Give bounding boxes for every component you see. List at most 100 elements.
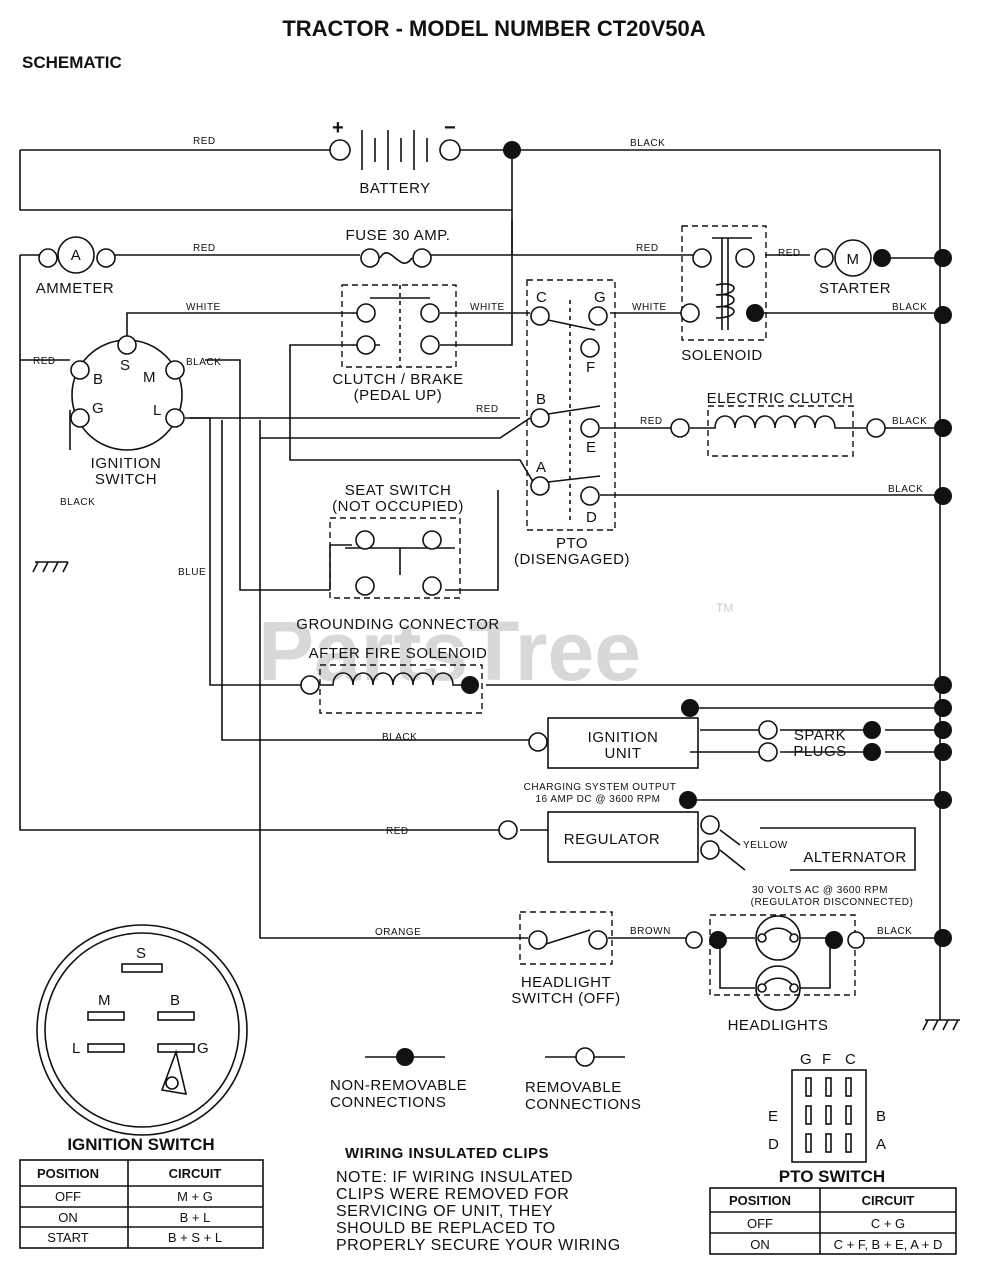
grounding-connector-label: GROUNDING CONNECTOR (296, 616, 499, 633)
pto-face-e: E (768, 1108, 779, 1125)
wire-red-5: RED (33, 356, 56, 367)
headlight-switch-label-1: HEADLIGHT (521, 974, 611, 991)
ground-bus-connections (503, 141, 952, 947)
ign-term-l: L (153, 402, 162, 419)
wires (19, 149, 960, 1031)
after-fire-solenoid: AFTER FIRE SOLENOID (300, 645, 488, 714)
note-heading: WIRING INSULATED CLIPS (345, 1145, 549, 1162)
pto-term-a: A (536, 459, 547, 476)
pto-face-b: B (876, 1108, 887, 1125)
page-subtitle: SCHEMATIC (22, 53, 122, 72)
clutch-brake-label-2: (PEDAL UP) (354, 387, 443, 404)
wire-black-6: BLACK (60, 497, 95, 508)
solenoid-label: SOLENOID (681, 347, 763, 364)
wire-black-4: BLACK (892, 416, 927, 427)
ignition-unit-label-1: IGNITION (588, 729, 659, 746)
wire-red-6: RED (476, 404, 499, 415)
ammeter-label: AMMETER (36, 280, 115, 297)
wire-white-3: WHITE (632, 302, 667, 313)
solenoid: SOLENOID (680, 225, 767, 364)
pto-label-1: PTO (556, 535, 588, 552)
ignition-switch-label-2: SWITCH (95, 471, 157, 488)
legend-removable-2: CONNECTIONS (525, 1096, 641, 1113)
legend-nonremovable-1: NON-REMOVABLE (330, 1077, 467, 1094)
ign-row-2-pos: START (47, 1230, 88, 1245)
wire-red-7: RED (640, 416, 663, 427)
battery-plus: + (332, 117, 344, 139)
wire-labels: RED BLACK RED RED RED WHITE WHITE WHITE … (33, 136, 927, 938)
wire-blue: BLUE (178, 567, 206, 578)
battery-label: BATTERY (359, 180, 430, 197)
spark-plugs-label-1: SPARK (794, 727, 846, 744)
legend-removable-1: REMOVABLE (525, 1079, 622, 1096)
page-title: TRACTOR - MODEL NUMBER CT20V50A (282, 16, 705, 41)
wire-black-2: BLACK (892, 302, 927, 313)
ignition-unit-label-2: UNIT (605, 745, 642, 762)
clutch-brake-switch: CLUTCH / BRAKE (PEDAL UP) (332, 284, 463, 404)
pto-row-1-pos: ON (750, 1237, 770, 1252)
alt-note-2: (REGULATOR DISCONNECTED) (751, 897, 914, 908)
clutch-brake-label-1: CLUTCH / BRAKE (332, 371, 463, 388)
wire-black-3: BLACK (186, 357, 221, 368)
pto-face-a: A (876, 1136, 887, 1153)
ignition-switch: S B M G L IGNITION SWITCH (70, 335, 185, 488)
starter-symbol: M (847, 251, 860, 268)
ign-row-1-cir: B + L (180, 1210, 211, 1225)
ign-row-0-pos: OFF (55, 1189, 81, 1204)
ign-col-position: POSITION (37, 1166, 99, 1181)
pto-col-position: POSITION (729, 1193, 791, 1208)
headlight-circuit: HEADLIGHT SWITCH (OFF) HEADLIGHTS (511, 911, 865, 1034)
pto-col-circuit: CIRCUIT (862, 1193, 915, 1208)
ignition-table-title: IGNITION SWITCH (67, 1135, 214, 1154)
ammeter-symbol: A (71, 247, 82, 264)
wire-red-8: RED (386, 826, 409, 837)
starter: M STARTER (814, 239, 891, 297)
battery-minus: − (444, 117, 456, 139)
pto-term-d: D (586, 509, 597, 526)
seat-switch: SEAT SWITCH (NOT OCCUPIED) GROUNDING CON… (296, 482, 499, 633)
headlight-switch-label-2: SWITCH (OFF) (511, 990, 620, 1007)
wire-black-7: BLACK (382, 732, 417, 743)
note-line-0: NOTE: IF WIRING INSULATED (336, 1169, 573, 1186)
pto-term-b: B (536, 391, 547, 408)
pto-table-title: PTO SWITCH (779, 1167, 885, 1186)
pto-term-g: G (594, 289, 606, 306)
pto-row-0-pos: OFF (747, 1216, 773, 1231)
starter-label: STARTER (819, 280, 891, 297)
regulator-label: REGULATOR (564, 831, 660, 848)
ign-term-m: M (143, 369, 156, 386)
connection-legend: NON-REMOVABLE CONNECTIONS REMOVABLE CONN… (330, 1047, 641, 1113)
face-term-g: G (197, 1040, 209, 1057)
face-term-s: S (136, 945, 147, 962)
watermark-tm: TM (716, 601, 733, 615)
note-line-1: CLIPS WERE REMOVED FOR (336, 1186, 569, 1203)
pto-row-0-cir: C + G (871, 1216, 905, 1231)
alt-note-1: 30 VOLTS AC @ 3600 RPM (752, 885, 888, 896)
ignition-switch-table: IGNITION SWITCH POSITION CIRCUIT OFF M +… (19, 1135, 264, 1249)
regulator-alternator: REGULATOR ALTERNATOR CHARGING SYSTEM OUT… (498, 782, 916, 908)
pto-label-2: (DISENGAGED) (514, 551, 630, 568)
ignition-switch-face: S M B L G (36, 924, 248, 1136)
fuse: FUSE 30 AMP. (346, 227, 451, 268)
note-line-4: PROPERLY SECURE YOUR WIRING (336, 1237, 621, 1254)
wire-orange: ORANGE (375, 927, 421, 938)
wire-red-1: RED (193, 136, 216, 147)
pto-face-d: D (768, 1136, 779, 1153)
electric-clutch: ELECTRIC CLUTCH (670, 390, 886, 457)
after-fire-solenoid-label: AFTER FIRE SOLENOID (309, 645, 488, 662)
alternator-label: ALTERNATOR (803, 849, 906, 866)
seat-switch-label-2: (NOT OCCUPIED) (332, 498, 464, 515)
ign-row-2-cir: B + S + L (168, 1230, 222, 1245)
note-line-3: SHOULD BE REPLACED TO (336, 1220, 556, 1237)
ign-term-g: G (92, 400, 104, 417)
electric-clutch-label: ELECTRIC CLUTCH (707, 390, 854, 407)
wire-black-1: BLACK (630, 138, 665, 149)
charging-note-2: 16 AMP DC @ 3600 RPM (535, 794, 660, 805)
fuse-label: FUSE 30 AMP. (346, 227, 451, 244)
wire-yellow: YELLOW (743, 840, 788, 851)
wire-red-4: RED (778, 248, 801, 259)
headlights-label: HEADLIGHTS (728, 1017, 829, 1034)
seat-switch-label-1: SEAT SWITCH (345, 482, 452, 499)
note-line-2: SERVICING OF UNIT, THEY (336, 1203, 553, 1220)
